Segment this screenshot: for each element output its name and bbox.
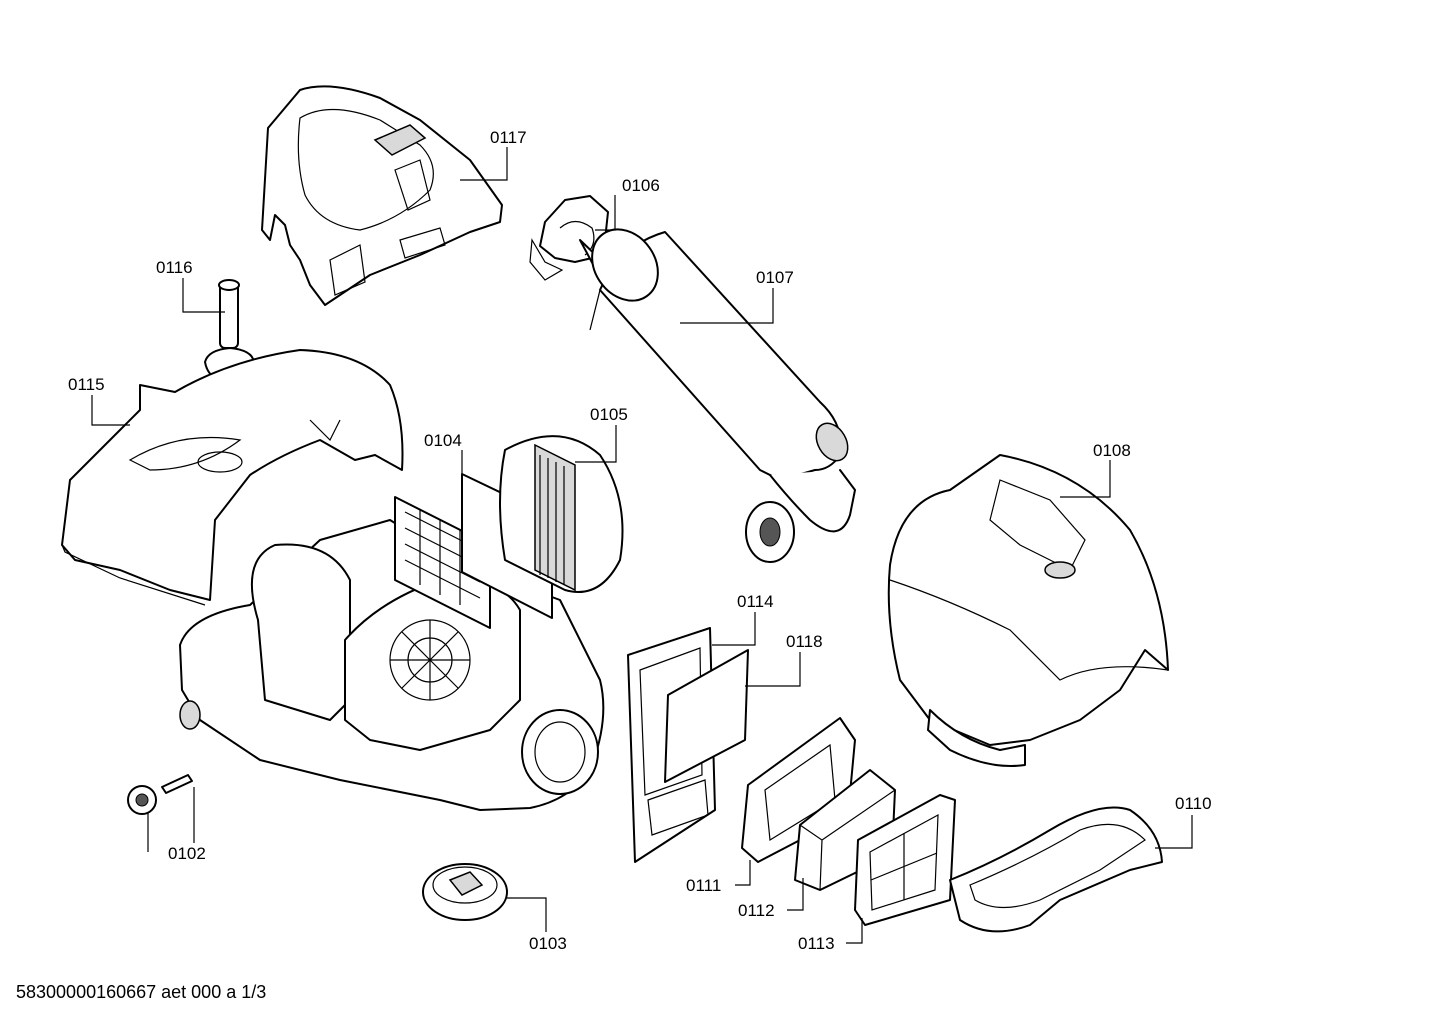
label-0113: 0113 bbox=[798, 934, 835, 953]
label-0112: 0112 bbox=[738, 901, 775, 920]
label-0102: 0102 bbox=[168, 844, 206, 863]
leader-lines bbox=[91, 147, 1193, 944]
label-0115: 0115 bbox=[68, 375, 105, 394]
label-0105: 0105 bbox=[590, 405, 628, 424]
part-0105-drawing bbox=[499, 435, 624, 593]
label-0107: 0107 bbox=[756, 268, 794, 287]
part-0115-drawing bbox=[61, 349, 404, 606]
part-0108-drawing bbox=[887, 454, 1169, 767]
label-0104: 0104 bbox=[424, 431, 462, 450]
label-0117: 0117 bbox=[490, 128, 527, 147]
label-0110: 0110 bbox=[1175, 794, 1212, 813]
part-0110-drawing bbox=[949, 806, 1163, 933]
part-0107-drawing bbox=[589, 228, 856, 563]
label-0103: 0103 bbox=[529, 934, 567, 953]
label-0116: 0116 bbox=[156, 258, 193, 277]
label-0114: 0114 bbox=[737, 592, 774, 611]
part-0113-drawing bbox=[854, 794, 956, 926]
part-0103-drawing bbox=[422, 863, 508, 921]
label-0108: 0108 bbox=[1093, 441, 1131, 460]
part-labels: 0117 0106 0107 0116 0115 0104 0105 0108 … bbox=[68, 128, 1212, 953]
document-footer: 58300000160667 aet 000 a 1/3 bbox=[16, 982, 266, 1002]
part-0117-drawing bbox=[261, 85, 503, 306]
label-0118: 0118 bbox=[786, 632, 823, 651]
part-0118-drawing bbox=[664, 649, 749, 783]
label-0106: 0106 bbox=[622, 176, 660, 195]
part-0102-drawing bbox=[127, 774, 193, 815]
label-0111: 0111 bbox=[686, 876, 721, 895]
